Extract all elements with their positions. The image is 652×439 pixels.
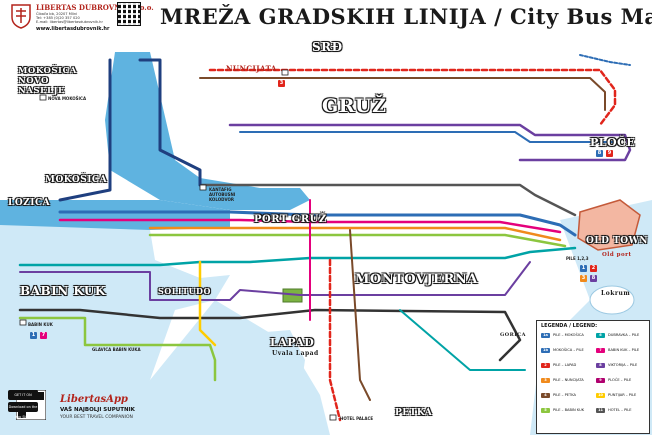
legend-swatch: 1a: [541, 333, 550, 338]
legend-swatch: 6: [596, 333, 605, 338]
legend-label: BABIN KUK – PILE: [608, 347, 640, 352]
area-mokosica-novo: MOKOŠICA NOVO NASELJE: [18, 66, 77, 96]
map-title: MREŽA GRADSKIH LINIJA / City Bus Map: [160, 4, 652, 29]
legend-swatch: 8: [596, 363, 605, 368]
route-badge-pile-2: 2: [590, 265, 597, 272]
area-solitudo: SOLITUDO: [158, 286, 211, 296]
area-lozica: LOZICA: [8, 198, 51, 208]
stop-babin-kuk[interactable]: BABIN KUK: [28, 322, 53, 327]
legend-label: PILE – PETKA: [553, 392, 576, 397]
stop-autobusni-kolodvor[interactable]: KANTAFIG AUTOBUSNI KOLODVOR: [209, 187, 236, 202]
stop-nova-mokosica[interactable]: NOVA MOKOŠICA: [48, 96, 87, 101]
legend-label: MOKOŠICA – PILE: [553, 347, 584, 352]
legend-swatch: 10: [596, 393, 605, 398]
area-old-town: OLD TOWN: [586, 236, 648, 246]
address-line-1: Čibača bb, 20207 Mlini: [36, 12, 78, 16]
legend-swatch: 5: [541, 408, 550, 413]
stop-glavica[interactable]: GLAVICA BABIN KUKA: [92, 347, 141, 352]
area-srd: SRĐ: [312, 40, 343, 54]
route-badge-pile-3: 3: [580, 275, 587, 282]
area-lokrum: Lokrum: [601, 290, 631, 297]
libertas-logo: LIBERTAS DUBROVNIK d.o.o. Čibača bb, 202…: [10, 3, 154, 33]
company-name: LIBERTAS DUBROVNIK d.o.o.: [36, 3, 154, 12]
route-badge-1a: 1: [30, 332, 37, 339]
legend-swatch: 1b: [541, 348, 550, 353]
area-montovjerna: MONTOVJERNA: [355, 272, 478, 287]
route-lines: [18, 54, 632, 422]
area-old-port: Old port: [602, 252, 632, 258]
app-subtitle: VAŠ NAJBOLJI SUPUTNIK: [60, 407, 135, 413]
legend-swatch: 3: [541, 378, 550, 383]
app-store-button[interactable]: Download on the App Store: [8, 402, 38, 419]
route-badge-pile-8: 8: [590, 275, 597, 282]
stop-hotel-palace[interactable]: HOTEL PALACE: [340, 416, 374, 421]
legend-label: PILE – NUNCIJATA: [553, 377, 584, 382]
stop-pile[interactable]: PILE 1,2,3: [566, 256, 589, 261]
qr-overlay: [118, 3, 140, 25]
legend-label: VIKTORIJA – PILE: [608, 362, 638, 367]
legend-label: DUBRAVKA – PILE: [608, 332, 640, 337]
legend-swatch: 4: [541, 393, 550, 398]
google-play-button[interactable]: GET IT ON Google Play: [8, 390, 38, 407]
legend-label: HOTEL – PILE: [608, 407, 632, 412]
legend-label: PILE – BABIN KUK: [553, 407, 585, 412]
legend-label: PILE – LAPAD: [553, 362, 577, 367]
legend-label: PILE – MOKOŠICA: [553, 332, 584, 337]
app-title: LibertasApp: [60, 394, 128, 405]
address-line-3: E-mail: libertas@libertasdubrovnik.hr: [36, 20, 103, 24]
route-badge-pile-1: 1: [580, 265, 587, 272]
area-ploce: PLOČE: [590, 136, 636, 149]
channel: [0, 200, 230, 230]
lokrum-island: [589, 285, 635, 315]
legend-swatch: 9: [596, 378, 605, 383]
route-badge-7: 7: [40, 332, 47, 339]
app-subtitle-en: YOUR BEST TRAVEL COMPANION: [60, 415, 133, 420]
header: LIBERTAS DUBROVNIK d.o.o. Čibača bb, 202…: [0, 0, 652, 38]
old-town-walls: [577, 199, 641, 251]
gruz-harbour: [105, 52, 310, 210]
crest-icon: [11, 4, 31, 29]
area-mokosica: MOKOŠICA: [45, 175, 108, 185]
lapad-bay: [230, 330, 305, 400]
area-nuncijata: NUNCIJATA: [226, 64, 277, 73]
bay-water: [0, 200, 230, 435]
route-badge-3: 3: [278, 80, 285, 87]
legend-swatch: 11: [596, 408, 605, 413]
area-lapad: LAPAD: [270, 336, 315, 349]
legend-title: LEGENDA / LEGEND:: [541, 323, 598, 329]
area-port-gruz: PORT GRUŽ: [254, 214, 327, 225]
area-lapad-sub: Uvala Lapad: [272, 350, 319, 357]
route-badge-8: 8: [596, 150, 603, 157]
area-petka: PETKA: [395, 408, 433, 418]
legend-label: PUNTIJAR – PILE: [608, 392, 637, 397]
route-badge-9: 9: [606, 150, 613, 157]
area-babin-kuk: BABIN KUK: [20, 284, 106, 298]
address-line-2: Tel: +385 (0)20 357 020: [36, 16, 80, 20]
website-link[interactable]: www.libertasdubrovnik.hr: [36, 26, 110, 32]
legend-swatch: 2: [541, 363, 550, 368]
legend-label: PLOČE – PILE: [608, 377, 632, 382]
area-gorica: GORICA: [500, 332, 526, 338]
area-gruz: GRUŽ: [322, 95, 387, 117]
stop-markers: [19, 69, 337, 421]
legend-swatch: 7: [596, 348, 605, 353]
